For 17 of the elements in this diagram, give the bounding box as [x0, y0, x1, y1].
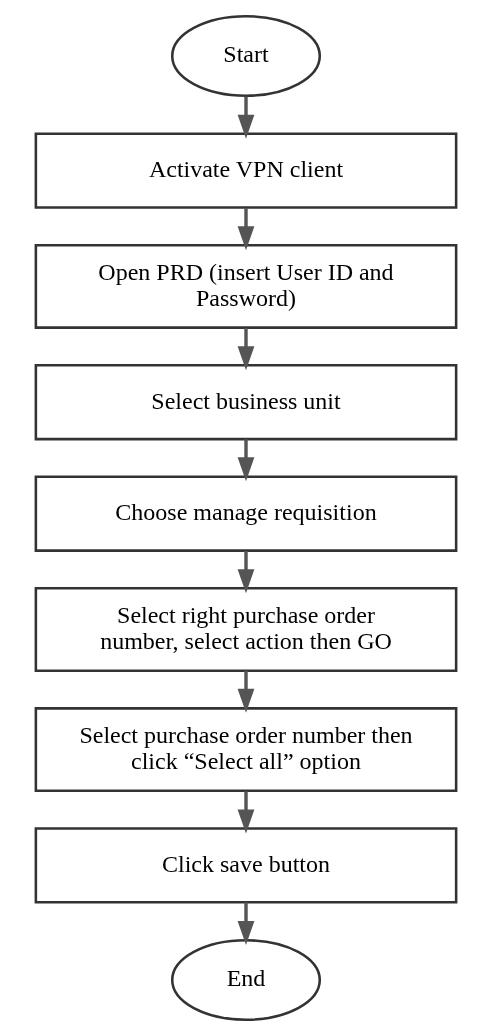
arrow — [237, 328, 254, 371]
arrow — [237, 551, 254, 594]
arrow — [237, 902, 254, 946]
node-ellipse: Start — [170, 14, 321, 97]
node-ellipse: End — [170, 939, 321, 1022]
node-box: Select purchase order number then click “Select all” option — [34, 707, 457, 793]
node-box: Open PRD (insert User ID and Password) — [34, 243, 457, 329]
arrow — [237, 791, 254, 834]
node-box: Select business unit — [34, 364, 457, 441]
node-box: Activate VPN client — [34, 132, 457, 209]
node-box: Select right purchase order number, select action then GO — [34, 587, 457, 672]
arrow — [237, 96, 254, 139]
arrow — [237, 670, 254, 713]
node-box: Choose manage requisition — [34, 475, 457, 552]
node-box: Click save button — [34, 827, 457, 904]
arrow — [237, 439, 254, 482]
arrow — [237, 207, 254, 251]
